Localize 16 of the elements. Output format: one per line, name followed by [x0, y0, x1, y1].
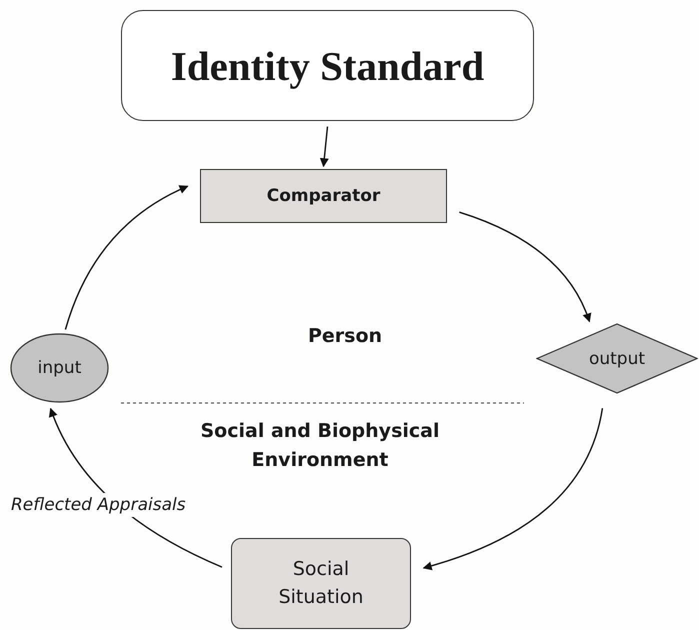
process-box [200, 169, 447, 223]
region-label: Social and Biophysical Environment [199, 419, 440, 474]
node-label: Social Situation [278, 556, 364, 610]
node-label: output [588, 348, 646, 368]
arrow [64, 186, 188, 330]
decision-diamond [536, 323, 698, 394]
arrow [320, 126, 329, 168]
node-label: input [38, 358, 82, 378]
arrow [459, 212, 591, 322]
node-label: Comparator [266, 186, 380, 206]
rounded-box [121, 10, 534, 121]
rounded-box [231, 538, 411, 629]
region-label: Person [306, 324, 384, 349]
node-label: Identity Standard [170, 42, 484, 90]
arrow [422, 408, 604, 570]
ellipse-node [10, 333, 109, 403]
